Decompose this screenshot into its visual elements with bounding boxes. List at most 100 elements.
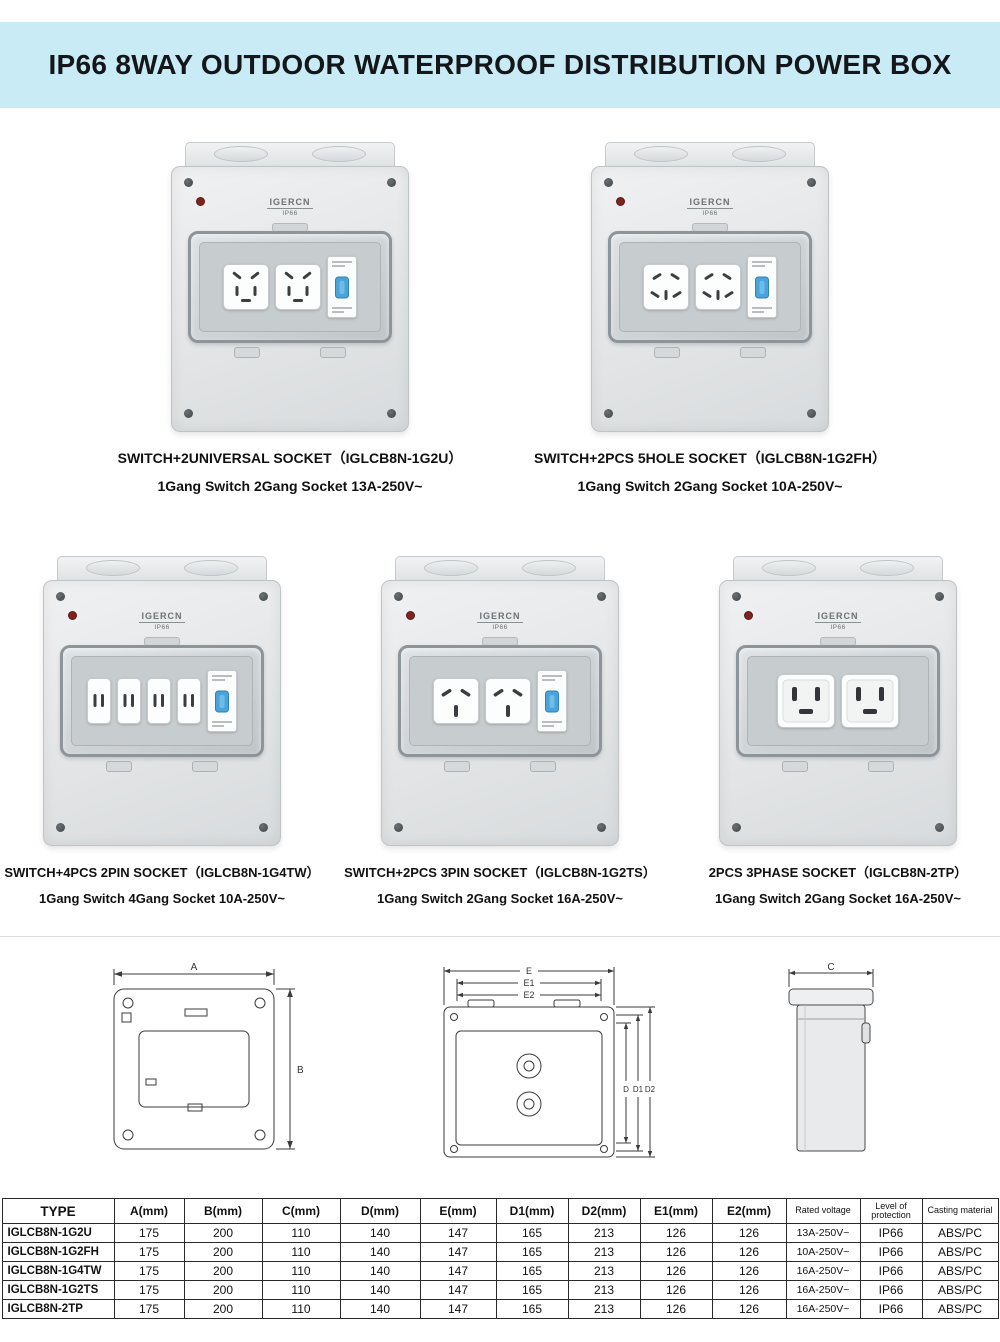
corner-screw	[394, 592, 403, 601]
cover-latch	[868, 761, 894, 772]
column-header: Level of protection	[859, 1198, 923, 1224]
brand-label: IGERCN IP66	[592, 192, 828, 218]
front-view-diagram: A B	[113, 962, 304, 1150]
socket-2pin-icon	[117, 678, 141, 724]
product-spec: 1Gang Switch 2Gang Socket 13A-250V~	[157, 478, 423, 494]
value-cell: 16A-250V~	[785, 1261, 861, 1281]
dim-label-e2: E2	[523, 990, 534, 1000]
circuit-breaker-icon	[747, 256, 777, 318]
value-cell: 110	[261, 1280, 341, 1300]
value-cell: 147	[419, 1223, 497, 1243]
transparent-cover	[398, 645, 602, 757]
cover-latch	[444, 761, 470, 772]
product-caption: 2PCS 3PHASE SOCKET（IGLCB8N-2TP） 1Gang Sw…	[709, 846, 968, 906]
transparent-cover	[60, 645, 264, 757]
brand-label: IGERCN IP66	[720, 606, 956, 632]
type-cell: IGLCB8N-1G2TS	[1, 1280, 115, 1300]
socket-universal-icon	[223, 264, 269, 310]
value-cell: 200	[183, 1223, 263, 1243]
indicator-light	[616, 197, 625, 206]
value-cell: IP66	[859, 1261, 923, 1281]
corner-screw	[732, 592, 741, 601]
value-cell: 200	[183, 1299, 263, 1319]
value-cell: 200	[183, 1280, 263, 1300]
value-cell: ABS/PC	[921, 1261, 999, 1281]
column-header: C(mm)	[261, 1198, 341, 1224]
brand-name: IGERCN	[267, 197, 313, 210]
type-cell: IGLCB8N-1G4TW	[1, 1261, 115, 1281]
value-cell: IP66	[859, 1280, 923, 1300]
dim-label-c: C	[827, 962, 834, 973]
dim-label-d1: D1	[633, 1085, 644, 1094]
socket-universal-icon	[275, 264, 321, 310]
socket-2pin-icon	[177, 678, 201, 724]
corner-screw	[807, 409, 816, 418]
column-header: E2(mm)	[711, 1198, 787, 1224]
brand-rating: IP66	[154, 624, 170, 632]
product-title: SWITCH+2PCS 3PIN SOCKET（IGLCB8N-1G2TS）	[344, 865, 656, 880]
socket-3pin-icon	[433, 678, 479, 724]
value-cell: 16A-250V~	[785, 1280, 861, 1300]
dimension-diagrams: A B	[0, 936, 1000, 1188]
column-header: D2(mm)	[567, 1198, 641, 1224]
value-cell: 213	[567, 1261, 641, 1281]
value-cell: 126	[639, 1299, 713, 1319]
value-cell: 110	[261, 1242, 341, 1262]
value-cell: ABS/PC	[921, 1280, 999, 1300]
value-cell: ABS/PC	[921, 1242, 999, 1262]
value-cell: 16A-250V~	[785, 1299, 861, 1319]
corner-screw	[394, 823, 403, 832]
distribution-box: IGERCN IP66	[719, 556, 957, 846]
indicator-light	[68, 611, 77, 620]
value-cell: 126	[711, 1261, 787, 1281]
cable-knockout	[214, 146, 268, 162]
column-header: Casting material	[921, 1198, 999, 1224]
circuit-breaker-icon	[327, 256, 357, 318]
brand-rating: IP66	[830, 624, 846, 632]
corner-screw	[184, 409, 193, 418]
value-cell: 165	[495, 1242, 569, 1262]
corner-screw	[597, 823, 606, 832]
value-cell: 200	[183, 1261, 263, 1281]
cover-latch	[530, 761, 556, 772]
product-card: IGERCN IP66 2PCS 3PHASE SOCKET（IGLCB8N-2…	[680, 556, 996, 906]
cable-knockout	[312, 146, 366, 162]
product-grid-row-1: IGERCN IP66 SWITCH+2UNIVERSAL SOCKET（IGL…	[0, 142, 1000, 494]
dim-label-a: A	[191, 962, 198, 973]
corner-screw	[56, 592, 65, 601]
value-cell: 140	[339, 1223, 421, 1243]
box-lid-top	[185, 142, 395, 168]
value-cell: IP66	[859, 1242, 923, 1262]
indicator-light	[406, 611, 415, 620]
distribution-box: IGERCN IP66	[171, 142, 409, 432]
value-cell: IP66	[859, 1223, 923, 1243]
value-cell: 147	[419, 1261, 497, 1281]
distribution-box: IGERCN IP66	[381, 556, 619, 846]
cover-latch	[234, 347, 260, 358]
value-cell: 10A-250V~	[785, 1242, 861, 1262]
corner-screw	[807, 178, 816, 187]
product-grid-row-2: IGERCN IP66 SWITCH+4PCS 2PIN SOCKET（IGLC…	[0, 556, 1000, 906]
brand-name: IGERCN	[815, 611, 861, 624]
cover-latch	[740, 347, 766, 358]
value-cell: 140	[339, 1299, 421, 1319]
value-cell: 13A-250V~	[785, 1223, 861, 1243]
cable-knockout	[424, 560, 478, 576]
corner-screw	[732, 823, 741, 832]
cover-latch	[320, 347, 346, 358]
page-title: IP66 8WAY OUTDOOR WATERPROOF DISTRIBUTIO…	[48, 49, 952, 80]
indicator-light	[744, 611, 753, 620]
cover-latch	[192, 761, 218, 772]
value-cell: 110	[261, 1223, 341, 1243]
corner-screw	[935, 823, 944, 832]
value-cell: 126	[639, 1242, 713, 1262]
product-caption: SWITCH+2UNIVERSAL SOCKET（IGLCB8N-1G2U） 1…	[118, 432, 463, 494]
corner-screw	[56, 823, 65, 832]
box-lid-top	[733, 556, 943, 582]
cover-latch	[654, 347, 680, 358]
box-lid-top	[395, 556, 605, 582]
